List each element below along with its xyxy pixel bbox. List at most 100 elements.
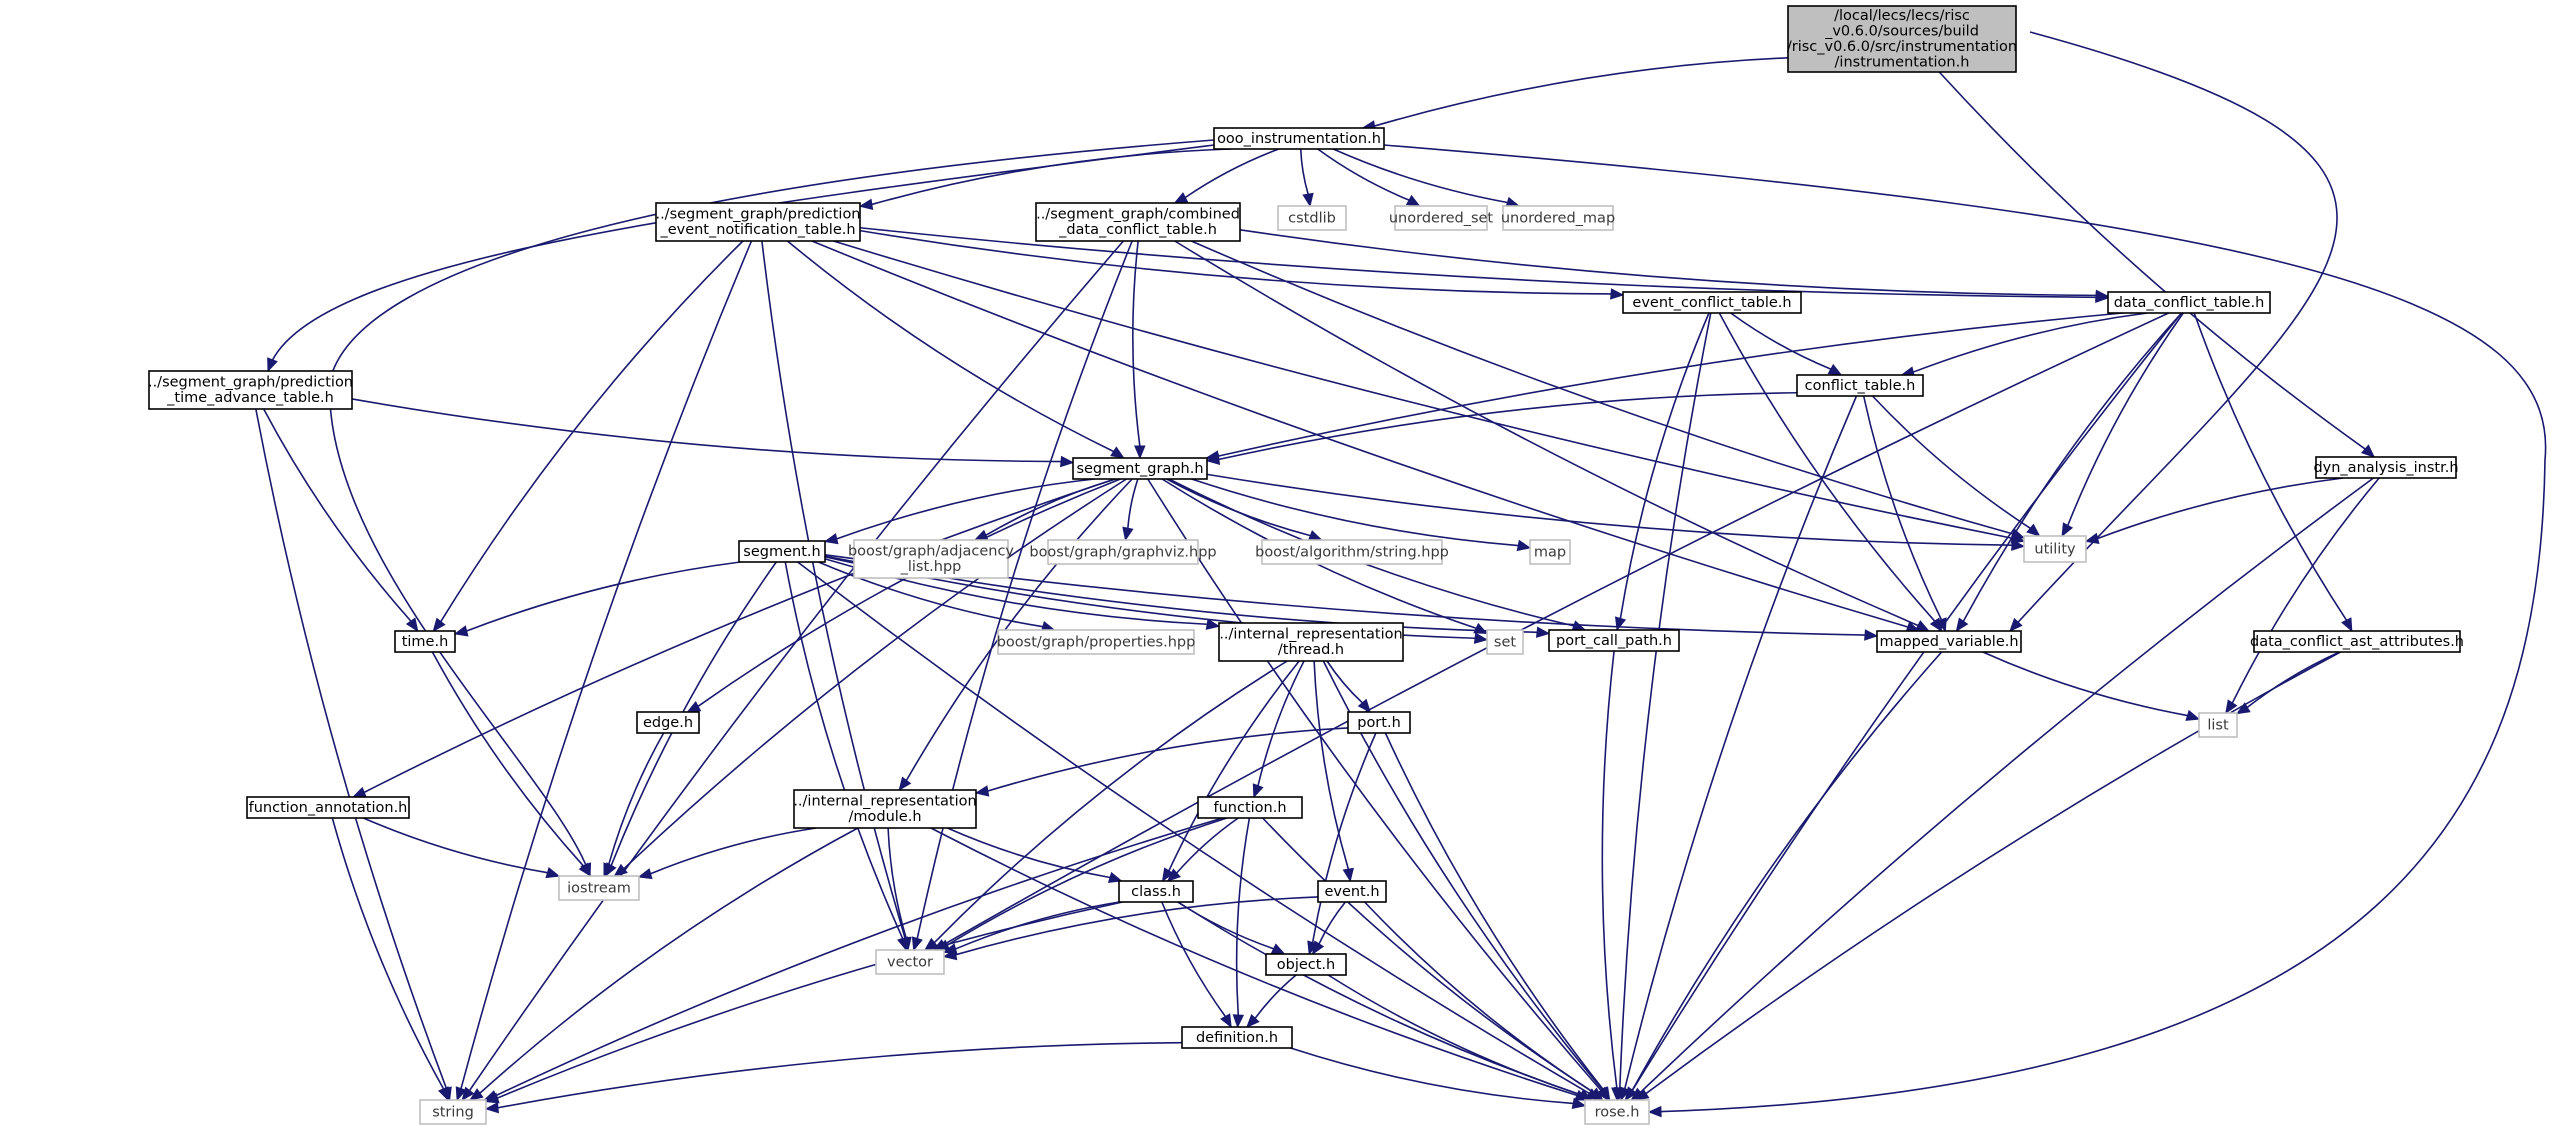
edge-thread-to-port: [1326, 660, 1363, 704]
node-thread[interactable]: ../internal_representation/thread.h: [1218, 622, 1404, 662]
node-fa[interactable]: function_annotation.h: [246, 796, 410, 819]
node-box: [636, 711, 700, 734]
edge-mv-to-rose-arrowhead: [1624, 1086, 1638, 1102]
edge-object-to-def-arrowhead: [1246, 1013, 1260, 1028]
edge-ooo-to-rose-arrowhead: [1647, 1105, 1662, 1118]
node-def[interactable]: definition.h: [1181, 1026, 1293, 1049]
edge-fa-to-string-arrowhead: [438, 1086, 449, 1102]
node-label-line: iostream: [567, 880, 631, 896]
edge-ect-to-pcp: [1619, 312, 1710, 619]
node-umap[interactable]: unordered_map: [1501, 205, 1615, 231]
edge-module-to-vector: [887, 827, 907, 939]
node-box: [1035, 202, 1241, 242]
node-dai[interactable]: dyn_analysis_instr.h: [2313, 456, 2459, 479]
edge-sg-to-segh: [836, 478, 1095, 540]
edge-ooo-to-umap: [1332, 148, 1508, 204]
edge-pent-to-string: [460, 240, 753, 1089]
edge-ect-to-mv: [1718, 312, 1936, 622]
edge-cdct-to-mv: [1174, 240, 1919, 627]
node-box: [1047, 539, 1199, 565]
edge-dct-to-rose: [1631, 312, 2183, 1091]
node-ct[interactable]: conflict_table.h: [1796, 374, 1924, 397]
edge-port-to-rose: [1384, 732, 1605, 1091]
edge-segh-to-thread-arrowhead: [1205, 618, 1221, 630]
edge-segh-to-vector: [784, 561, 904, 939]
node-box: [1213, 127, 1385, 150]
node-utility[interactable]: utility: [2023, 535, 2087, 563]
edge-sg-to-badj: [985, 478, 1116, 536]
node-event[interactable]: event.h: [1317, 880, 1387, 903]
edge-dai-to-utility-arrowhead: [2084, 532, 2100, 544]
node-label-line: event.h: [1324, 884, 1379, 900]
node-segh[interactable]: segment.h: [738, 540, 826, 563]
edge-module-to-iostream-arrowhead: [637, 868, 653, 880]
edge-cls-to-vector: [955, 901, 1120, 950]
node-mv[interactable]: mapped_variable.h: [1876, 630, 2022, 653]
node-box: [148, 370, 353, 410]
node-label-line: string: [432, 1104, 474, 1120]
node-iostream[interactable]: iostream: [558, 875, 640, 901]
edge-port-to-object: [1311, 732, 1377, 943]
node-vector[interactable]: vector: [875, 949, 945, 975]
edge-mv-to-rose: [1631, 651, 1943, 1091]
node-port[interactable]: port.h: [1347, 711, 1411, 734]
edge-dct-to-ct: [1912, 312, 2148, 373]
node-time[interactable]: time.h: [394, 630, 456, 653]
node-ptat[interactable]: ../segment_graph/prediction_time_advance…: [148, 370, 353, 410]
node-rose[interactable]: rose.h: [1584, 1099, 1650, 1125]
edge-dai-to-list: [2231, 477, 2380, 704]
edge-ct-to-mv-arrowhead: [1935, 617, 1947, 633]
edge-time-to-iostream-arrowhead: [578, 862, 592, 878]
edge-cdct-to-dct: [1239, 229, 2097, 297]
edge-sg-to-edge-arrowhead: [686, 701, 702, 713]
edge-ooo-to-ptat: [267, 144, 1215, 372]
node-label-line: dyn_analysis_instr.h: [2313, 460, 2458, 476]
node-pent[interactable]: ../segment_graph/prediction_event_notifi…: [655, 202, 861, 242]
node-set[interactable]: set: [1486, 629, 1524, 655]
edge-ptat-to-sg-arrowhead: [1060, 455, 1075, 468]
node-list[interactable]: list: [2198, 712, 2238, 738]
node-uset[interactable]: unordered_set: [1389, 205, 1494, 231]
node-label-line: /module.h: [848, 809, 921, 825]
edge-sg-to-module-arrowhead: [898, 776, 912, 792]
node-box: [2107, 291, 2271, 314]
node-cstdlib[interactable]: cstdlib: [1277, 205, 1347, 231]
edge-cls-to-string: [497, 901, 1123, 1099]
node-badj[interactable]: boost/graph/adjacency_list.hpp: [848, 539, 1014, 579]
node-bprop[interactable]: boost/graph/properties.hpp: [997, 629, 1196, 655]
node-bgv[interactable]: boost/graph/graphviz.hpp: [1029, 539, 1217, 565]
node-box: [2198, 712, 2238, 738]
edge-ct-to-sg: [1218, 391, 1798, 461]
edge-edge-to-iostream-arrowhead: [603, 862, 615, 878]
node-edge[interactable]: edge.h: [636, 711, 700, 734]
node-string[interactable]: string: [419, 1099, 487, 1125]
edge-sg-to-map-arrowhead: [1516, 539, 1532, 552]
node-box: [1787, 5, 2017, 73]
node-dcaa[interactable]: data_conflict_ast_attributes.h: [2250, 630, 2464, 653]
node-root[interactable]: /local/lecs/lecs/risc_v0.6.0/sources/bui…: [1787, 5, 2017, 73]
edge-dcaa-to-list: [2246, 651, 2340, 709]
edge-module-to-string-arrowhead: [469, 1088, 484, 1101]
node-dct[interactable]: data_conflict_table.h: [2107, 291, 2271, 314]
node-module[interactable]: ../internal_representation/module.h: [793, 789, 977, 829]
node-label-line: class.h: [1131, 884, 1181, 900]
node-sg[interactable]: segment_graph.h: [1072, 457, 1208, 480]
node-map[interactable]: map: [1529, 539, 1571, 565]
node-object[interactable]: object.h: [1265, 953, 1347, 976]
edge-dct-to-sg: [1218, 312, 2123, 457]
node-label-line: edge.h: [643, 715, 693, 731]
node-label-line: port_call_path.h: [1556, 633, 1672, 649]
node-label-line: list: [2207, 717, 2229, 733]
node-bstr[interactable]: boost/algorithm/string.hpp: [1255, 539, 1449, 565]
node-func[interactable]: function.h: [1197, 796, 1303, 819]
node-label-line: _v0.6.0/sources/build: [1824, 24, 1979, 40]
edge-thread-to-vector-arrowhead: [924, 937, 939, 951]
edge-sg-to-segh-arrowhead: [823, 533, 839, 545]
node-ooo[interactable]: ooo_instrumentation.h: [1213, 127, 1385, 150]
node-cls[interactable]: class.h: [1118, 880, 1194, 903]
node-cdct[interactable]: ../segment_graph/combined_data_conflict_…: [1035, 202, 1241, 242]
node-pcp[interactable]: port_call_path.h: [1548, 629, 1680, 652]
node-ect[interactable]: event_conflict_table.h: [1622, 291, 1802, 314]
edge-def-to-string: [497, 1041, 1183, 1109]
edge-sg-to-badj-arrowhead: [973, 529, 989, 541]
